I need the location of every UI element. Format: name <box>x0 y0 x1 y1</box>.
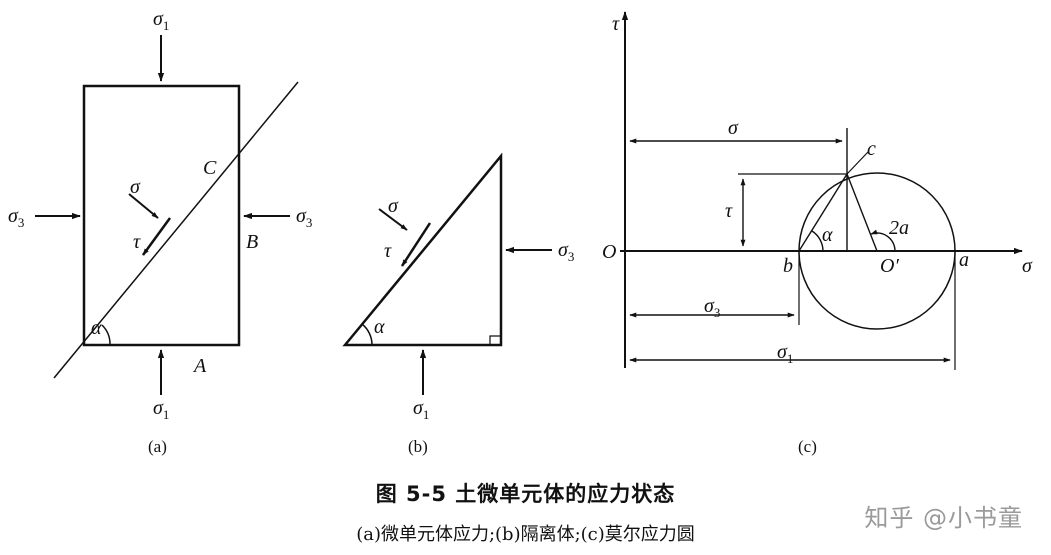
a-point-C-label: C <box>203 157 217 179</box>
radius-line <box>846 173 878 252</box>
failure-plane-line <box>53 81 299 379</box>
a-sigma1-top-label: σ1 <box>153 8 169 33</box>
c-two-alpha-label: 2a <box>889 217 909 239</box>
c-dim-sigma3-label: σ3 <box>704 295 720 320</box>
panel-a <box>35 35 299 395</box>
c-sigma-axis-label: σ <box>1022 255 1033 277</box>
a-sigma3-right-label: σ3 <box>296 205 312 230</box>
panel-c <box>620 11 1023 370</box>
c-point-c-label: c <box>867 138 876 160</box>
c-dim-sigma-label: σ <box>728 117 739 139</box>
b-alpha-label: α <box>374 316 385 338</box>
b-tau-label: τ <box>384 240 392 262</box>
a-alpha-label: α <box>91 317 102 339</box>
c-dim-sigma1-label: σ1 <box>777 341 793 366</box>
figure-title: 图 5-5 土微单元体的应力状态 <box>375 482 676 506</box>
panel-c-labels: τ σ O σ τ σ3 σ1 α 2a b a c O′ (c) <box>602 13 1033 456</box>
a-sigma1-bottom-label: σ1 <box>153 397 169 422</box>
chord-b-c <box>798 173 848 252</box>
b-sigma3-label: σ3 <box>558 239 574 264</box>
figure-canvas: σ1 σ1 σ3 σ3 σ τ α A B C (a) σ τ α σ3 σ1 … <box>8 8 1033 456</box>
figure-subtitle: (a)微单元体应力;(b)隔离体;(c)莫尔应力圆 <box>356 524 695 545</box>
b-shear-stress-arrow <box>400 222 432 267</box>
c-dim-tau-label: τ <box>725 200 733 222</box>
watermark-text: 知乎 @小书童 <box>864 504 1023 532</box>
panel-a-labels: σ1 σ1 σ3 σ3 σ τ α A B C (a) <box>8 8 312 456</box>
b-caption: (b) <box>408 437 428 456</box>
two-alpha-arc <box>870 229 896 252</box>
panel-b <box>342 152 552 395</box>
right-angle-mark <box>489 335 501 345</box>
a-sigma3-left-label: σ3 <box>8 205 24 230</box>
c-alpha-label: α <box>822 224 833 246</box>
c-point-b-label: b <box>783 255 793 277</box>
alpha-arc <box>101 324 111 346</box>
c-point-a-label: a <box>959 249 969 271</box>
b-alpha-arc <box>361 323 373 346</box>
a-point-A-label: A <box>192 355 207 377</box>
element-rect <box>82 84 241 347</box>
c-tau-axis-label: τ <box>612 13 620 35</box>
c-center-label: O′ <box>880 255 899 277</box>
c-leader-line <box>846 151 869 175</box>
wedge-triangle <box>342 152 503 347</box>
panel-b-labels: σ τ α σ3 σ1 (b) <box>374 195 574 456</box>
c-alpha-arc <box>811 230 824 252</box>
b-sigma-label: σ <box>388 195 399 217</box>
shear-stress-arrow <box>141 217 172 256</box>
normal-stress-arrow <box>128 193 159 219</box>
a-tau-label: τ <box>133 231 141 253</box>
a-point-B-label: B <box>246 231 258 253</box>
c-origin-label: O <box>602 241 616 263</box>
b-sigma1-label: σ1 <box>413 397 429 422</box>
b-normal-stress-arrow <box>378 208 408 231</box>
c-caption: (c) <box>798 437 817 456</box>
a-caption: (a) <box>148 437 167 456</box>
a-sigma-label: σ <box>130 176 141 198</box>
